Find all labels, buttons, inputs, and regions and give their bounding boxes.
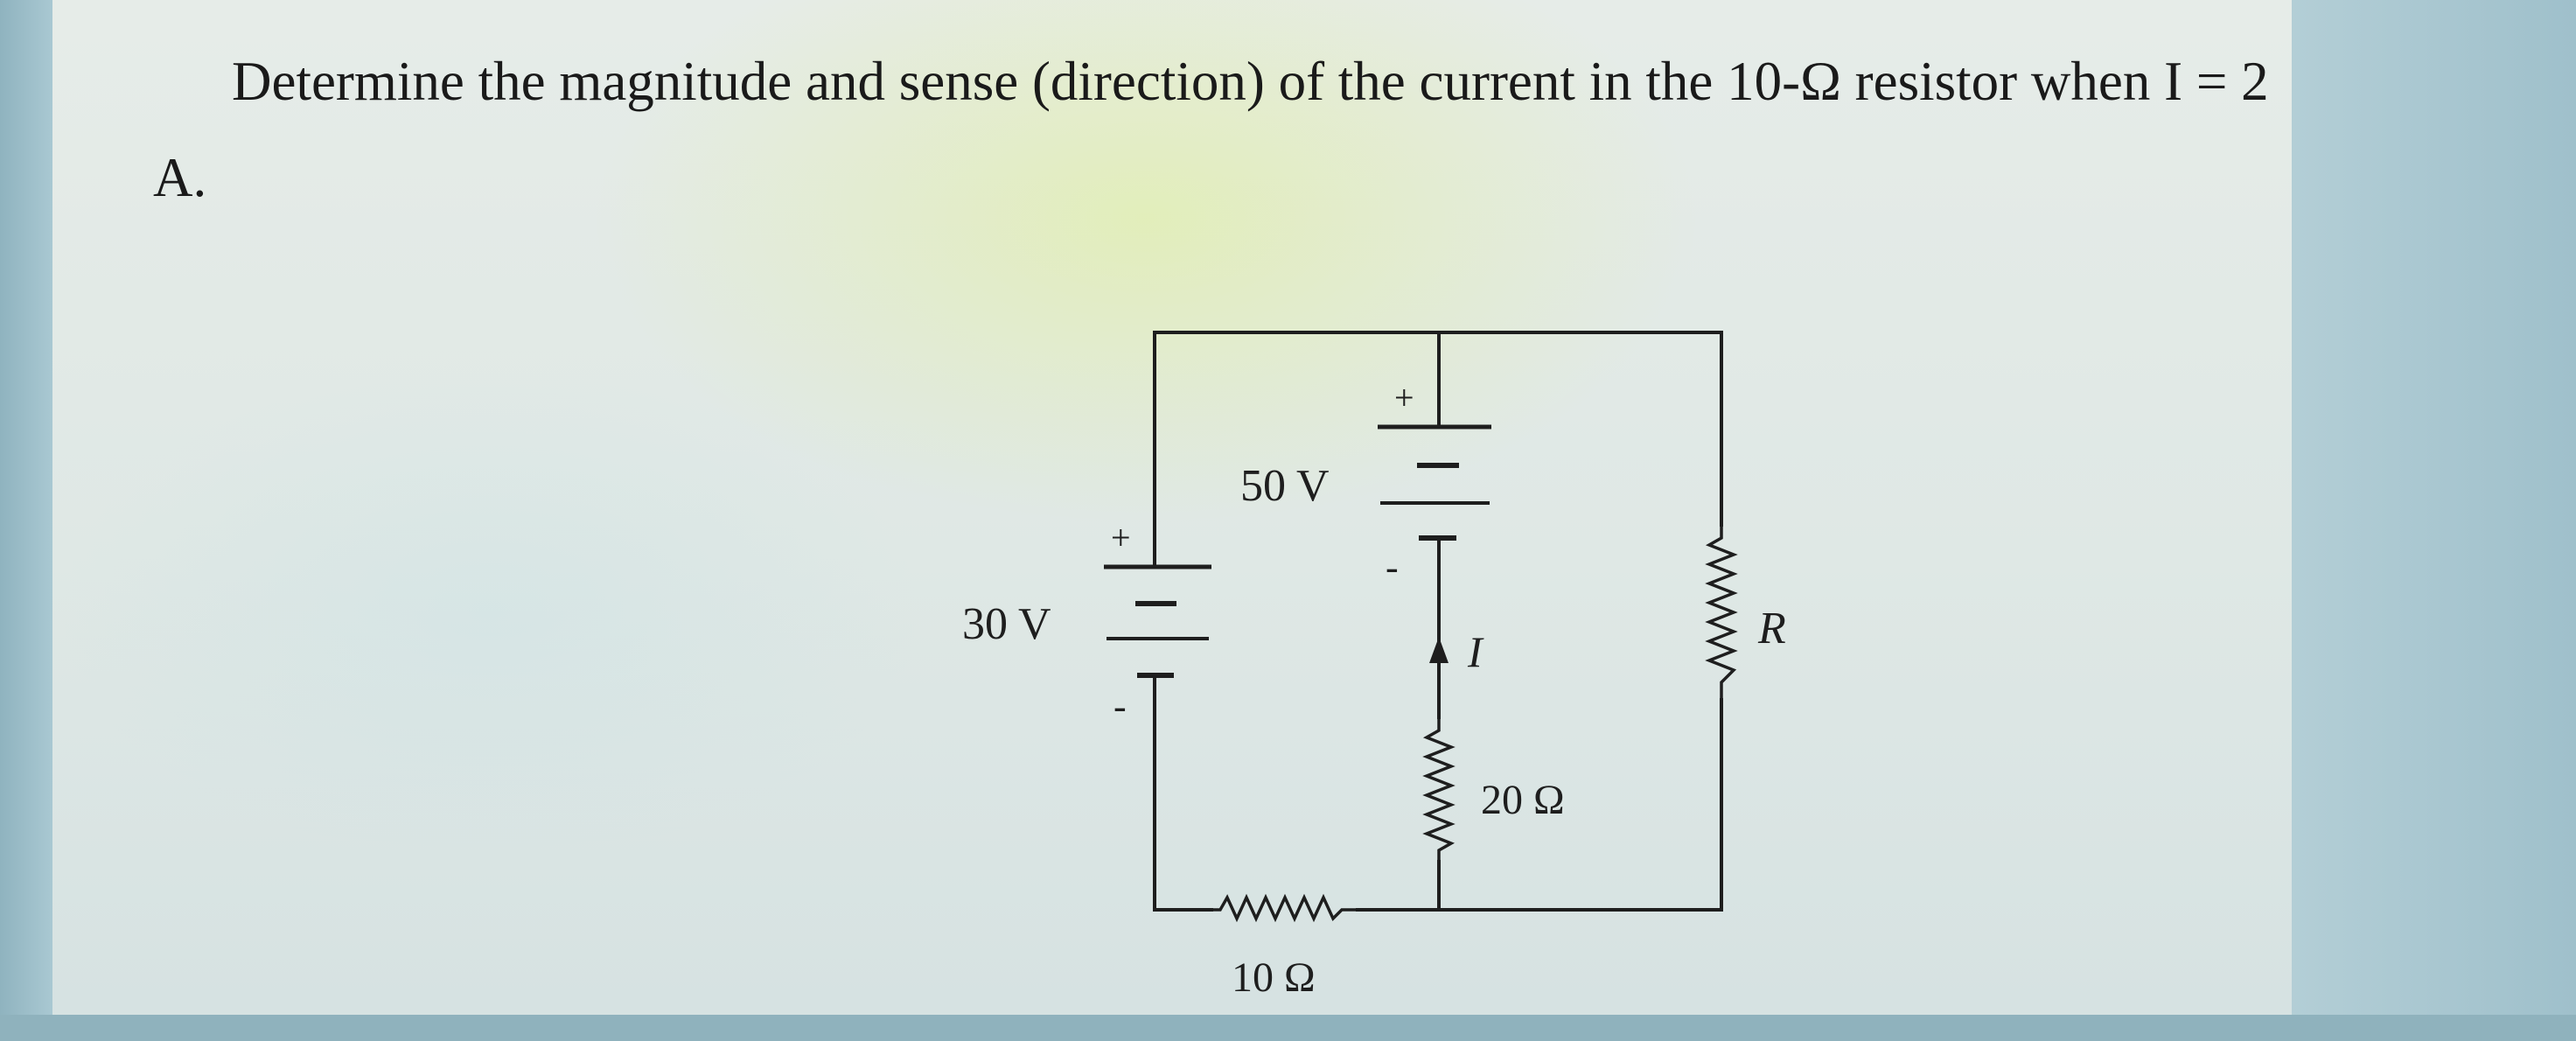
label-10-ohm: 10 Ω — [1232, 954, 1316, 1001]
minus-30v: - — [1113, 685, 1127, 728]
plus-50v: + — [1394, 378, 1414, 417]
resistor-10-ohm — [1211, 893, 1358, 923]
problem-panel — [52, 0, 2292, 1015]
resistor-r — [1705, 525, 1738, 700]
label-current: I — [1467, 627, 1484, 676]
screen-bezel-left — [0, 0, 52, 1041]
label-30v: 30 V — [962, 599, 1051, 649]
screen-bezel-right — [2292, 0, 2576, 1015]
battery-50v — [1378, 424, 1491, 541]
screen-bezel-bottom — [0, 1015, 2576, 1041]
plus-30v: + — [1111, 518, 1131, 557]
wire-left-lower — [1153, 674, 1213, 912]
resistor-20-ohm — [1422, 717, 1456, 862]
label-50v: 50 V — [1240, 461, 1330, 511]
label-20-ohm: 20 Ω — [1481, 777, 1565, 823]
current-arrow-icon — [1429, 637, 1449, 663]
battery-30v — [1104, 564, 1211, 678]
minus-50v: - — [1386, 546, 1399, 589]
question-text: Determine the magnitude and sense (direc… — [153, 51, 2269, 208]
label-r: R — [1757, 604, 1786, 653]
